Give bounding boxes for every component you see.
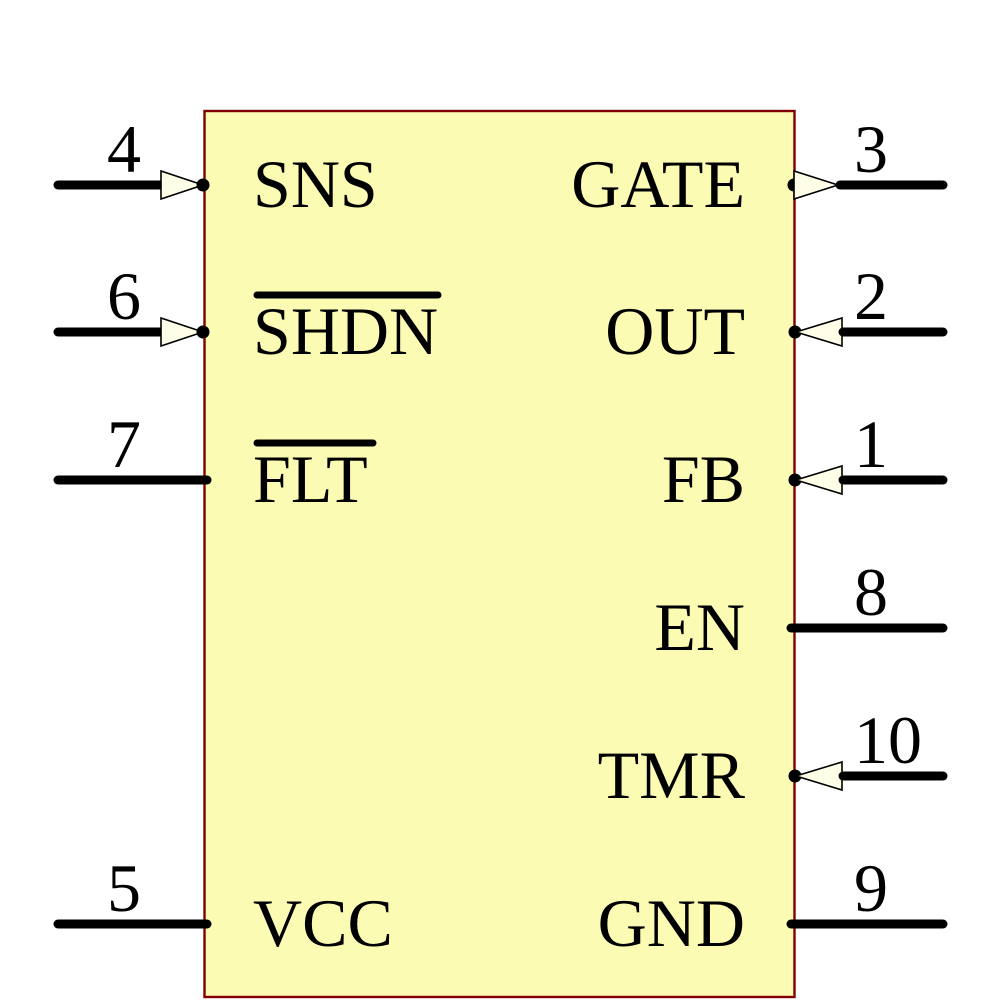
pin-number: 8 (854, 554, 888, 630)
pin-number: 1 (854, 406, 888, 482)
pin-label: EN (654, 589, 745, 665)
pin-5-vcc: 5 VCC (53, 850, 393, 961)
input-arrow-icon (160, 316, 206, 348)
pin-label: FB (662, 441, 745, 517)
pin-number: 3 (854, 111, 888, 187)
pin-number: 2 (854, 258, 888, 334)
pin-label: SNS (253, 146, 378, 222)
pin-label: SHDN (253, 293, 438, 369)
pin-label: GND (598, 885, 745, 961)
pin-label: FLT (253, 441, 368, 517)
ic-body (203, 109, 796, 999)
pin-4-sns: 4 SNS (53, 111, 378, 222)
output-arrow-icon (793, 169, 841, 201)
pin-number: 5 (107, 850, 141, 926)
pin-label: VCC (253, 885, 393, 961)
pin-number: 10 (854, 702, 922, 778)
pin-1-fb: 1 FB (662, 406, 948, 517)
pin-number: 9 (854, 850, 888, 926)
pin-3-gate: 3 GATE (571, 111, 948, 222)
input-arrow-icon (793, 464, 843, 496)
pin-label: GATE (571, 146, 745, 222)
input-arrow-icon (793, 316, 843, 348)
pin-connection-dot (196, 178, 210, 192)
pin-7-flt: 7 FLT (53, 406, 377, 517)
pin-number: 7 (107, 406, 141, 482)
pin-8-en: 8 EN (654, 554, 948, 665)
pin-label: OUT (605, 293, 745, 369)
pin-2-out: 2 OUT (605, 258, 948, 369)
pin-10-tmr: 10 TMR (598, 702, 948, 813)
input-arrow-icon (160, 169, 206, 201)
pin-6-shdn: 6 SHDN (53, 258, 442, 369)
pin-number: 6 (107, 258, 141, 334)
pin-connection-dot (196, 325, 210, 339)
input-arrow-icon (793, 760, 843, 792)
pin-9-gnd: 9 GND (598, 850, 948, 961)
pin-number: 4 (107, 111, 141, 187)
pin-label: TMR (598, 737, 746, 813)
